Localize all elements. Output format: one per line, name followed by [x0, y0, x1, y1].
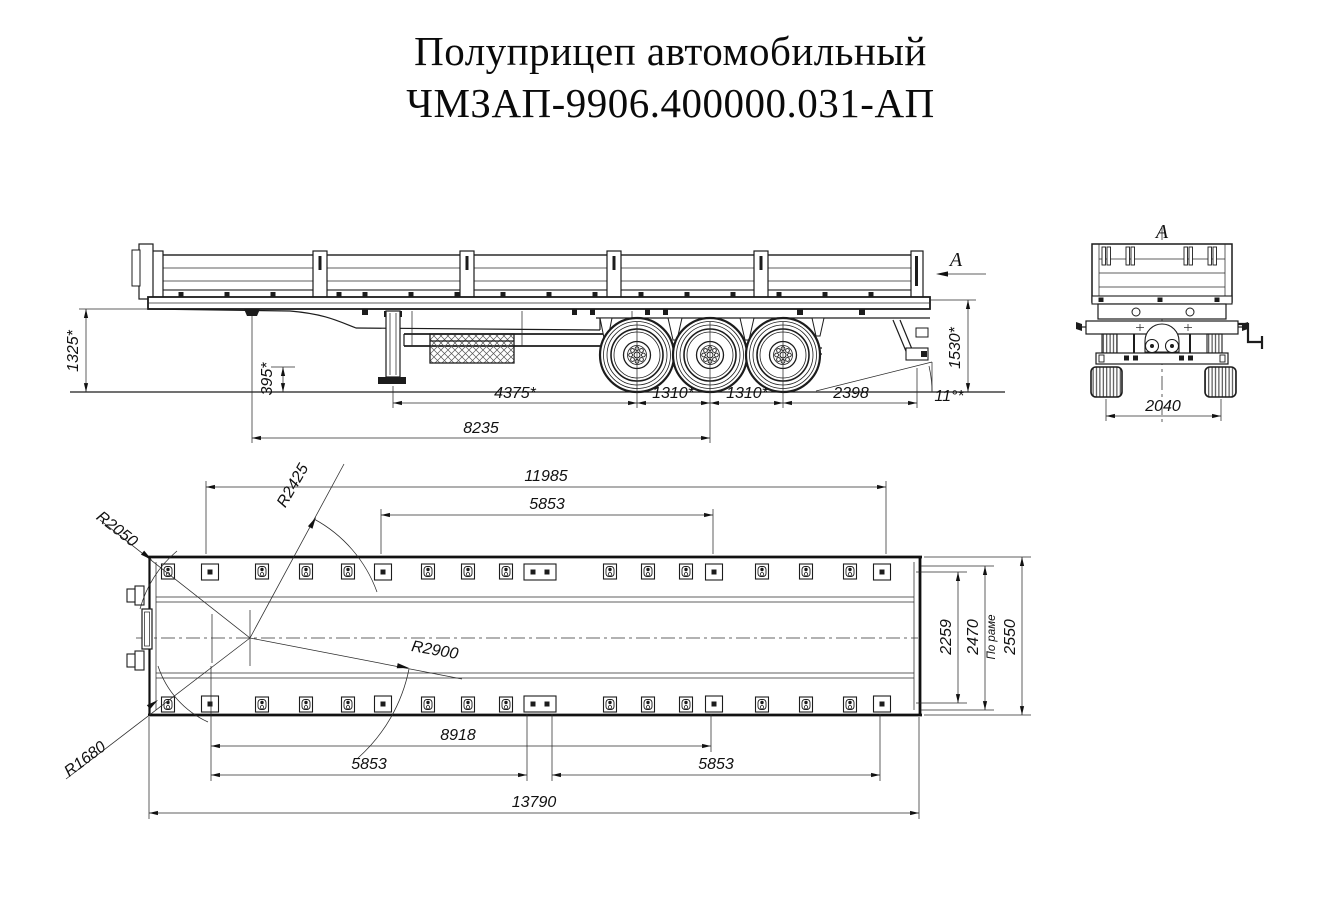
radius-side: R2900 — [410, 638, 459, 663]
side-view-dropsides — [154, 254, 920, 299]
side-view-front-board — [131, 243, 154, 300]
rear-frame — [1076, 303, 1264, 349]
side-view-dimensions: 1325* 395* 4375* 1310* 1310* 2398 — [65, 299, 976, 443]
rear-section-label: A — [1154, 221, 1169, 243]
top-view-dimensions: 11985 5853 2259 2470 По раме 2550 — [148, 468, 1031, 819]
dim-width-frame: 2470 — [965, 619, 982, 656]
side-view-platform — [147, 296, 931, 331]
dim-leg-to-axle: 4375* — [494, 385, 537, 402]
dim-track: 2040 — [1144, 398, 1181, 415]
dim-span-left: 5853 — [351, 756, 387, 773]
dim-span-upper: 5853 — [529, 496, 565, 513]
section-arrow-label: A — [948, 249, 963, 271]
front-fittings — [126, 585, 153, 671]
radius-rear-left: R1680 — [61, 738, 109, 780]
dim-front-to-bogie: 8918 — [440, 727, 476, 744]
rear-view: A — [1076, 221, 1264, 424]
title-line-1: Полуприцеп автомобильный — [414, 28, 927, 74]
stake-pockets-top — [160, 563, 892, 581]
spare-basket — [429, 333, 515, 364]
side-view-stake-posts — [150, 250, 924, 300]
kingpin — [244, 309, 260, 316]
rear-wheels — [1090, 366, 1237, 398]
dim-length-upper: 11985 — [524, 468, 567, 485]
drawing-title: Полуприцеп автомобильный ЧМЗАП-9906.4000… — [0, 26, 1341, 129]
dim-rear-overhang: 2398 — [832, 385, 869, 402]
radius-front-left: R2050 — [93, 508, 141, 550]
winch-crank — [1238, 322, 1262, 344]
top-view: R2050 R2425 R2900 R1680 11985 — [61, 461, 1031, 819]
dim-length-overall: 13790 — [512, 794, 557, 811]
dim-departure-angle: 11°* — [934, 388, 964, 405]
top-body — [136, 555, 922, 717]
section-arrow: A — [936, 249, 986, 277]
rear-underride — [892, 319, 929, 361]
side-view: 11°* A 1325* 395* — [65, 243, 1005, 443]
dim-axle-spacing-1: 1310* — [652, 385, 695, 402]
dim-axle-spacing-2: 1310* — [726, 385, 769, 402]
radius-front: R2425 — [274, 461, 312, 510]
dim-width-overall: 2550 — [1002, 619, 1019, 656]
dim-width-inner: 2259 — [938, 619, 955, 656]
dim-span-right: 5853 — [698, 756, 734, 773]
dim-kingpin-to-bogie: 8235 — [463, 420, 499, 437]
dim-height-front: 1325* — [65, 329, 82, 372]
rear-suspension — [1095, 323, 1229, 365]
note-width-frame: По раме — [986, 615, 998, 660]
stake-pockets-bottom — [160, 695, 892, 713]
rear-dimensions: 2040 — [1105, 398, 1222, 421]
title-line-2: ЧМЗАП-9906.400000.031-АП — [406, 79, 935, 126]
dim-clearance: 395* — [259, 362, 276, 396]
rear-body — [1091, 243, 1233, 305]
turning-radii: R2050 R2425 R2900 R1680 — [61, 461, 463, 780]
landing-gear — [378, 310, 406, 384]
departure-angle: 11°* — [815, 361, 964, 405]
dim-height-rear: 1530* — [947, 326, 964, 369]
